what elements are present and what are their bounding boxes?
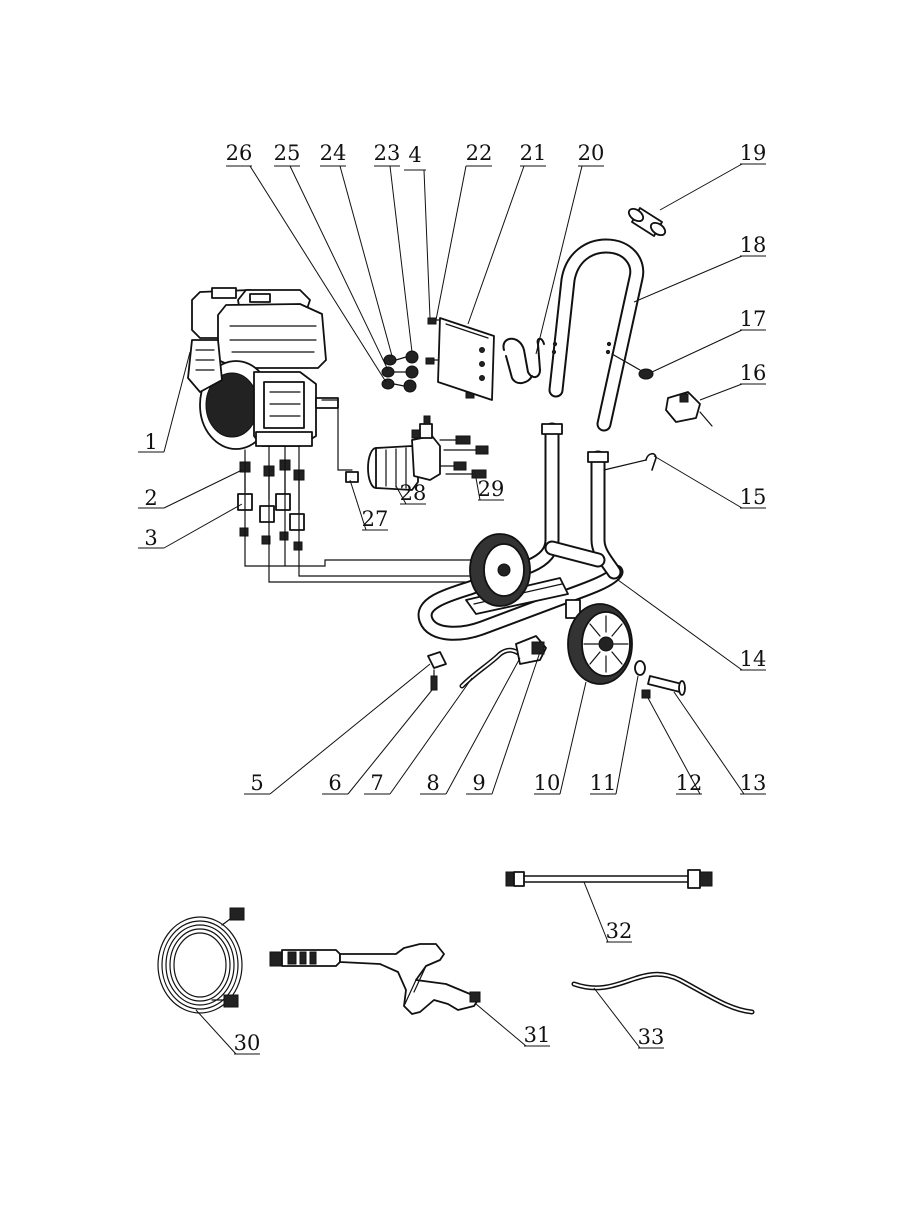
callout-1: 1 [138, 351, 191, 454]
callout-label: 1 [144, 430, 157, 454]
callout-label: 23 [374, 141, 401, 165]
callout-label: 24 [320, 141, 347, 165]
callout-6: 6 [322, 689, 433, 795]
callout-label: 7 [370, 771, 383, 795]
callout-14: 14 [617, 579, 767, 671]
spray-gun [269, 943, 481, 1015]
callout-17: 17 [651, 307, 767, 373]
callout-32: 32 [583, 881, 633, 943]
callout-label: 17 [740, 307, 767, 331]
rear-wheel [469, 533, 531, 607]
callout-label: 27 [362, 507, 389, 531]
callout-label: 22 [466, 141, 493, 165]
lock-knob [611, 353, 654, 380]
callout-label: 5 [250, 771, 263, 795]
callout-label: 26 [226, 141, 253, 165]
callout-2: 2 [138, 469, 243, 510]
callout-label: 18 [740, 233, 767, 257]
callout-11: 11 [590, 675, 639, 795]
frame [417, 422, 624, 641]
upper-handle [548, 238, 645, 432]
callout-label: 30 [234, 1031, 261, 1055]
axle-hardware [634, 660, 686, 699]
callout-26: 26 [226, 141, 387, 383]
callout-31: 31 [475, 1003, 551, 1047]
callout-24: 24 [320, 141, 393, 357]
callout-label: 11 [590, 771, 617, 795]
callout-13: 13 [673, 691, 767, 795]
callout-28: 28 [395, 481, 427, 505]
foot-bracket [427, 651, 447, 691]
callout-4: 4 [404, 143, 431, 319]
callout-23: 23 [374, 141, 413, 353]
callout-label: 12 [676, 771, 703, 795]
callout-label: 29 [478, 477, 505, 501]
callout-label: 28 [400, 481, 427, 505]
callout-18: 18 [633, 233, 767, 303]
callout-27: 27 [349, 479, 389, 531]
callout-19: 19 [659, 141, 767, 211]
engine-mount-hardware [237, 459, 305, 551]
callout-label: 8 [426, 771, 439, 795]
callout-label: 14 [740, 647, 767, 671]
callout-30: 30 [195, 1009, 261, 1055]
callout-20: 20 [535, 141, 605, 355]
callout-3: 3 [138, 503, 243, 550]
callout-label: 31 [524, 1023, 551, 1047]
siphon-tube [571, 971, 755, 1015]
callout-label: 13 [740, 771, 767, 795]
coiled-hose [157, 907, 245, 1014]
callout-7: 7 [364, 677, 473, 795]
hose-hook [502, 337, 545, 384]
pump [345, 415, 441, 491]
callout-label: 10 [534, 771, 561, 795]
callout-label: 2 [144, 486, 157, 510]
callout-22: 22 [435, 141, 493, 321]
callout-label: 3 [144, 526, 157, 550]
callout-label: 16 [740, 361, 767, 385]
callout-label: 25 [274, 141, 301, 165]
hitch-pin [603, 452, 657, 471]
callout-label: 19 [740, 141, 767, 165]
callout-label: 6 [328, 771, 341, 795]
handle-grip [627, 207, 667, 237]
on-off-switch [665, 391, 713, 427]
assembly-guide-lines [244, 399, 521, 583]
callout-15: 15 [653, 455, 767, 509]
callout-label: 9 [472, 771, 485, 795]
detergent-hose [459, 635, 547, 689]
callout-label: 4 [408, 143, 421, 167]
callout-16: 16 [699, 361, 767, 401]
spray-wand [505, 869, 713, 889]
wheel [567, 603, 633, 685]
mounting-bracket [437, 317, 495, 401]
callout-5: 5 [244, 663, 431, 795]
callout-33: 33 [593, 987, 665, 1049]
callout-label: 15 [740, 485, 767, 509]
callout-8: 8 [420, 657, 521, 795]
callout-label: 20 [578, 141, 605, 165]
callout-10: 10 [534, 681, 587, 795]
callout-label: 21 [520, 141, 547, 165]
engine [187, 287, 339, 450]
callout-label: 33 [638, 1025, 665, 1049]
pump-fittings [439, 435, 489, 479]
callout-29: 29 [475, 477, 505, 501]
callout-12: 12 [647, 697, 703, 795]
callout-label: 32 [606, 919, 633, 943]
callout-21: 21 [467, 141, 547, 325]
callout-25: 25 [274, 141, 389, 371]
callout-9: 9 [466, 651, 541, 795]
